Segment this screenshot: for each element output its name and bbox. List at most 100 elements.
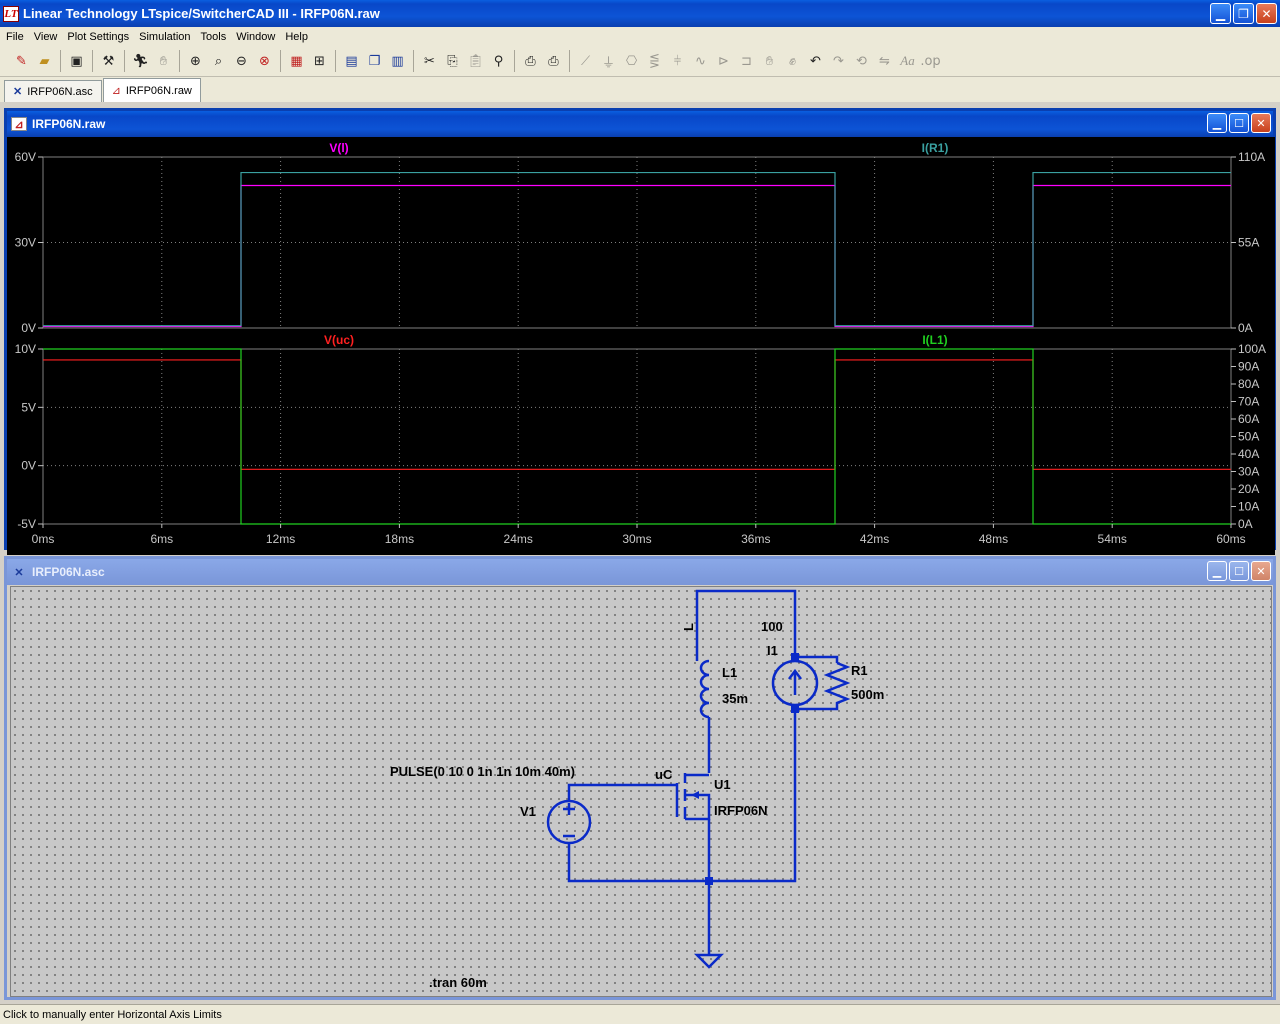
capacitor-icon[interactable]: ⫩ [673,53,682,69]
mirror-icon[interactable]: ⇋ [879,53,890,69]
close-button[interactable]: ✕ [1256,3,1277,24]
app-title: Linear Technology LTspice/SwitcherCAD II… [23,6,380,21]
inductor-L1[interactable] [699,659,710,719]
autorange-icon[interactable]: ▦ [290,53,303,69]
x-tick-label: 0ms [32,532,55,546]
legend-label: I(R1) [922,141,949,155]
minimize-button[interactable]: ▁ [1210,3,1231,24]
spice-directive-icon[interactable]: .op [920,53,941,69]
run-icon[interactable]: 🏃︎ [132,53,149,69]
ground-icon[interactable]: ⏚ [601,55,615,71]
net-label-L[interactable]: L [681,623,696,631]
schematic-maximize-button[interactable]: ☐ [1229,561,1249,581]
I1-name[interactable]: I1 [767,643,778,658]
series-line [43,359,1231,470]
menu-simulation[interactable]: Simulation [139,30,191,43]
menu-help[interactable]: Help [285,30,308,43]
menu-window[interactable]: Window [236,30,276,43]
component-icon[interactable]: ⊐ [741,53,752,69]
menu-file[interactable]: File [6,30,24,43]
U1-name[interactable]: U1 [714,777,731,792]
status-text: Click to manually enter Horizontal Axis … [3,1008,222,1021]
V1-value[interactable]: PULSE(0 10 0 1n 1n 10m 40m) [390,764,575,779]
menu-plot-settings[interactable]: Plot Settings [67,30,130,43]
resistor-icon[interactable]: ⋚ [649,53,660,69]
text-icon[interactable]: Aa [900,53,915,68]
voltage-source-V1[interactable] [546,799,592,845]
schematic-canvas[interactable]: L L1 35m 100 I1 R1 500m U1 IRFP06N uC V1… [10,586,1272,997]
zoom-area-icon[interactable]: ⌕ [214,53,223,69]
U1-model[interactable]: IRFP06N [714,803,767,818]
undo-icon[interactable]: ↶ [810,53,821,69]
R1-value[interactable]: 500m [851,687,884,702]
inductor-icon[interactable]: ∿ [695,53,706,69]
resistor-R1[interactable] [795,661,851,711]
x-tick-label: 18ms [385,532,414,546]
zoom-out-icon[interactable]: ⊖ [236,53,247,69]
wire[interactable] [567,783,677,801]
left-tick-label: 10V [15,342,36,356]
ground-symbol[interactable] [693,953,725,969]
wire[interactable] [695,589,797,657]
find-icon[interactable]: ⚲ [493,53,504,69]
wire[interactable] [795,655,839,663]
copy-icon[interactable]: ⎘ [447,53,458,69]
waveform-close-button[interactable]: ✕ [1251,113,1271,133]
menu-tools[interactable]: Tools [200,30,227,43]
label-icon[interactable]: ⎔ [625,53,638,69]
cut-icon[interactable]: ✂ [424,53,435,69]
tab-schematic[interactable]: ✕ IRFP06N.asc [4,80,102,102]
menu-view[interactable]: View [33,30,58,43]
schematic-window-title-bar[interactable]: ✕ IRFP06N.asc [7,559,1273,585]
L1-name[interactable]: L1 [722,665,737,680]
new-schematic-icon[interactable]: ✎ [16,53,27,69]
toolbar-separator [514,50,515,72]
save-icon[interactable]: ▣ [70,53,83,69]
toolbar-separator [124,50,125,72]
net-label-uC[interactable]: uC [655,767,673,782]
waveform-plots[interactable]: 0V30V60V0A55A110AV(l)I(R1)-5V0V5V10V0A10… [7,137,1273,555]
open-icon[interactable]: ▰ [39,53,50,69]
restore-button[interactable]: ❐ [1233,3,1254,24]
left-tick-label: 60V [15,150,36,164]
zoom-in-icon[interactable]: ⊕ [190,53,201,69]
toolbar: ✎ ▰ ▣ ⚒ 🏃︎ ✋︎ ⊕ ⌕ ⊖ ⊗ ▦ ⊞ ▤ ❐ ▥ ✂ ⎘ 📋︎ ⚲… [0,46,1280,77]
tile-vertical-icon[interactable]: ▥ [391,53,404,69]
waveform-window-title-bar[interactable]: ⊿ IRFP06N.raw [7,111,1273,137]
wire-icon[interactable]: ⟋ [580,53,591,69]
mosfet-U1[interactable] [685,793,711,821]
move-icon[interactable]: ✋︎ [765,53,774,69]
app-title-bar[interactable]: LT Linear Technology LTspice/SwitcherCAD… [0,0,1280,27]
legend-label: V(l) [329,141,348,155]
diode-icon[interactable]: ⊳ [718,53,729,69]
spice-directive[interactable]: .tran 60m [429,975,487,990]
R1-name[interactable]: R1 [851,663,868,678]
schematic-close-button[interactable]: ✕ [1251,561,1271,581]
cascade-icon[interactable]: ❐ [368,53,381,69]
plot-settings-icon[interactable]: ⊞ [314,53,325,69]
print-icon[interactable]: ⎙ [548,53,559,69]
waveform-minimize-button[interactable]: ▁ [1207,113,1227,133]
wire[interactable] [567,709,797,883]
L1-value[interactable]: 35m [722,691,748,706]
halt-icon[interactable]: ✋︎ [159,53,168,69]
I1-value[interactable]: 100 [761,619,783,634]
x-tick-label: 30ms [622,532,651,546]
x-tick-label: 12ms [266,532,295,546]
print-setup-icon[interactable]: ⎙ [525,53,536,69]
drag-icon[interactable]: ✊︎ [788,53,797,69]
schematic-drawing[interactable]: L L1 35m 100 I1 R1 500m U1 IRFP06N uC V1… [11,587,1273,998]
tile-horizontal-icon[interactable]: ▤ [345,53,358,69]
redo-icon[interactable]: ↷ [833,53,844,69]
right-tick-label: 110A [1238,150,1265,164]
zoom-cancel-icon[interactable]: ⊗ [259,53,270,69]
waveform-maximize-button[interactable]: ☐ [1229,113,1249,133]
tab-waveform[interactable]: ⊿ IRFP06N.raw [102,78,201,102]
paste-icon[interactable]: 📋︎ [467,53,484,69]
V1-name[interactable]: V1 [520,804,536,819]
control-panel-icon[interactable]: ⚒ [102,53,115,69]
rotate-icon[interactable]: ⟲ [856,53,867,69]
schematic-minimize-button[interactable]: ▁ [1207,561,1227,581]
right-tick-label: 80A [1238,377,1259,391]
